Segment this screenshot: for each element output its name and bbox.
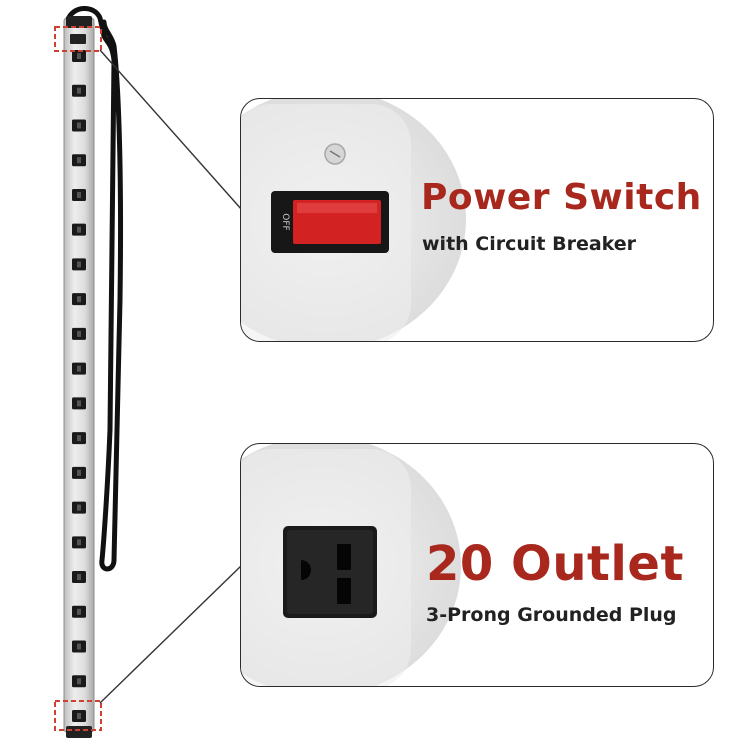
outlet-highlight-box xyxy=(54,700,102,731)
power-switch-subtitle: with Circuit Breaker xyxy=(422,233,637,255)
outlet-leader-line xyxy=(99,564,243,704)
strip-outlet-slot xyxy=(77,469,81,476)
outlet-callout: 20 Outlet 3-Prong Grounded Plug xyxy=(240,443,714,687)
strip-outlet-slot xyxy=(77,157,81,164)
strip-outlet-slot xyxy=(77,122,81,129)
outlet-closeup-image xyxy=(241,444,461,686)
outlet-count-title: 20 Outlet xyxy=(426,536,684,592)
strip-outlet-slot xyxy=(77,191,81,198)
strip-outlet-slot xyxy=(77,678,81,685)
strip-outlet-slot xyxy=(77,87,81,94)
power-switch-title: Power Switch xyxy=(421,177,702,218)
strip-outlet-slot xyxy=(77,400,81,407)
outlet-ground-hole xyxy=(301,560,311,580)
strip-outlet-slot xyxy=(77,504,81,511)
strip-outlet-slot xyxy=(77,435,81,442)
strip-outlet-slot xyxy=(77,574,81,581)
strip-outlet-slot xyxy=(77,643,81,650)
power-switch-callout: OFF Power Switch with Circuit Breaker xyxy=(240,98,714,342)
switch-closeup-image: OFF xyxy=(241,99,466,341)
strip-switch xyxy=(70,34,86,44)
switch-off-label: OFF xyxy=(280,213,290,230)
strip-outlet-slot xyxy=(77,53,81,59)
outlet-column xyxy=(72,50,86,722)
outlet-slot-right xyxy=(337,578,351,604)
strip-outlet-slot xyxy=(77,539,81,546)
power-cord xyxy=(65,6,124,572)
switch-highlight-box xyxy=(54,26,102,52)
strip-outlet-slot xyxy=(77,261,81,268)
power-strip xyxy=(63,16,95,738)
strip-outlet-slot xyxy=(77,608,81,615)
strip-outlet-slot xyxy=(77,365,81,372)
strip-outlet-slot xyxy=(77,296,81,303)
strip-outlet-slot xyxy=(77,226,81,233)
strip-outlet-slot xyxy=(77,713,81,719)
strip-outlet-slot xyxy=(77,330,81,337)
switch-leader-line xyxy=(99,49,243,211)
outlet-subtitle: 3-Prong Grounded Plug xyxy=(426,604,677,626)
outlet-slot-left xyxy=(337,544,351,570)
